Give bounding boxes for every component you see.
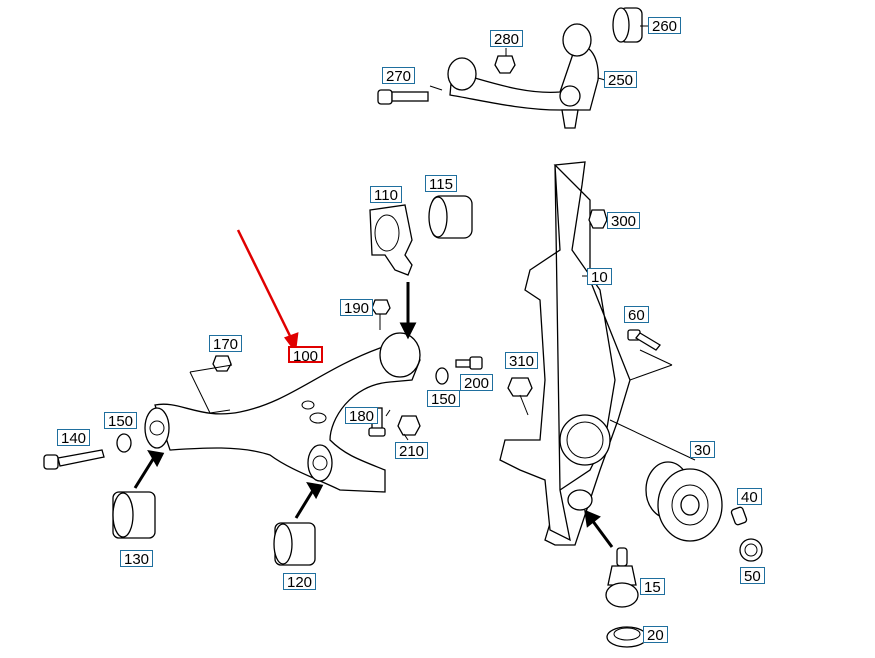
part-label-20[interactable]: 20 bbox=[643, 626, 668, 644]
part-label-300[interactable]: 300 bbox=[607, 212, 641, 230]
part-label-10[interactable]: 10 bbox=[587, 268, 612, 286]
part-label-110[interactable]: 110 bbox=[370, 186, 402, 204]
sleeve-40-part[interactable] bbox=[730, 506, 748, 526]
ball-joint-part[interactable] bbox=[605, 547, 639, 608]
part-label-260[interactable]: 260 bbox=[648, 17, 682, 35]
part-label-150-left[interactable]: 150 bbox=[104, 412, 138, 430]
part-label-100-selected[interactable]: 100 bbox=[288, 346, 324, 365]
part-label-140[interactable]: 140 bbox=[57, 429, 91, 447]
ring-20-part[interactable] bbox=[606, 626, 648, 648]
assembly-arrows bbox=[133, 282, 614, 548]
part-label-40[interactable]: 40 bbox=[737, 488, 762, 506]
nut-300-part[interactable] bbox=[588, 209, 608, 229]
bracket-110-part[interactable] bbox=[369, 204, 413, 276]
part-label-115[interactable]: 115 bbox=[425, 175, 457, 193]
bushing-115-part[interactable] bbox=[428, 195, 473, 239]
upper-control-arm-part[interactable] bbox=[447, 23, 599, 129]
nut-190-part[interactable] bbox=[371, 299, 391, 315]
bushing-130-part[interactable] bbox=[112, 491, 156, 539]
part-label-280[interactable]: 280 bbox=[490, 30, 524, 48]
part-label-130[interactable]: 130 bbox=[120, 550, 154, 568]
part-label-150-right[interactable]: 150 bbox=[427, 390, 461, 408]
part-label-200[interactable]: 200 bbox=[460, 374, 494, 392]
part-label-180[interactable]: 180 bbox=[345, 407, 379, 425]
part-label-310[interactable]: 310 bbox=[505, 352, 539, 370]
bolt-60-part[interactable] bbox=[627, 329, 661, 351]
part-label-190[interactable]: 190 bbox=[340, 299, 374, 317]
washer-150-right-part[interactable] bbox=[435, 367, 449, 385]
part-label-270[interactable]: 270 bbox=[382, 67, 416, 85]
part-label-15[interactable]: 15 bbox=[640, 578, 665, 596]
part-label-250[interactable]: 250 bbox=[604, 71, 638, 89]
nut-280-part[interactable] bbox=[494, 55, 516, 74]
lower-control-arm-part[interactable] bbox=[144, 332, 421, 493]
washer-150-left-part[interactable] bbox=[116, 433, 132, 453]
part-label-210[interactable]: 210 bbox=[395, 442, 429, 460]
steering-knuckle-part[interactable] bbox=[499, 161, 631, 546]
part-label-120[interactable]: 120 bbox=[283, 573, 317, 591]
bushing-120-part[interactable] bbox=[273, 522, 316, 566]
red-pointer-arrow bbox=[236, 229, 299, 354]
part-label-170[interactable]: 170 bbox=[209, 335, 243, 353]
part-label-50[interactable]: 50 bbox=[740, 567, 765, 585]
bolt-140-part[interactable] bbox=[43, 449, 105, 470]
bushing-260-part[interactable] bbox=[612, 7, 643, 43]
nut-210-part[interactable] bbox=[397, 415, 421, 436]
nut-310-part[interactable] bbox=[507, 377, 533, 397]
bolt-270-part[interactable] bbox=[377, 89, 429, 105]
nut-170-part[interactable] bbox=[212, 355, 232, 372]
bolt-200-part[interactable] bbox=[455, 356, 483, 370]
part-label-30[interactable]: 30 bbox=[690, 441, 715, 459]
part-label-60[interactable]: 60 bbox=[624, 306, 649, 324]
wheel-hub-part[interactable] bbox=[645, 461, 723, 542]
nut-50-part[interactable] bbox=[739, 538, 763, 562]
